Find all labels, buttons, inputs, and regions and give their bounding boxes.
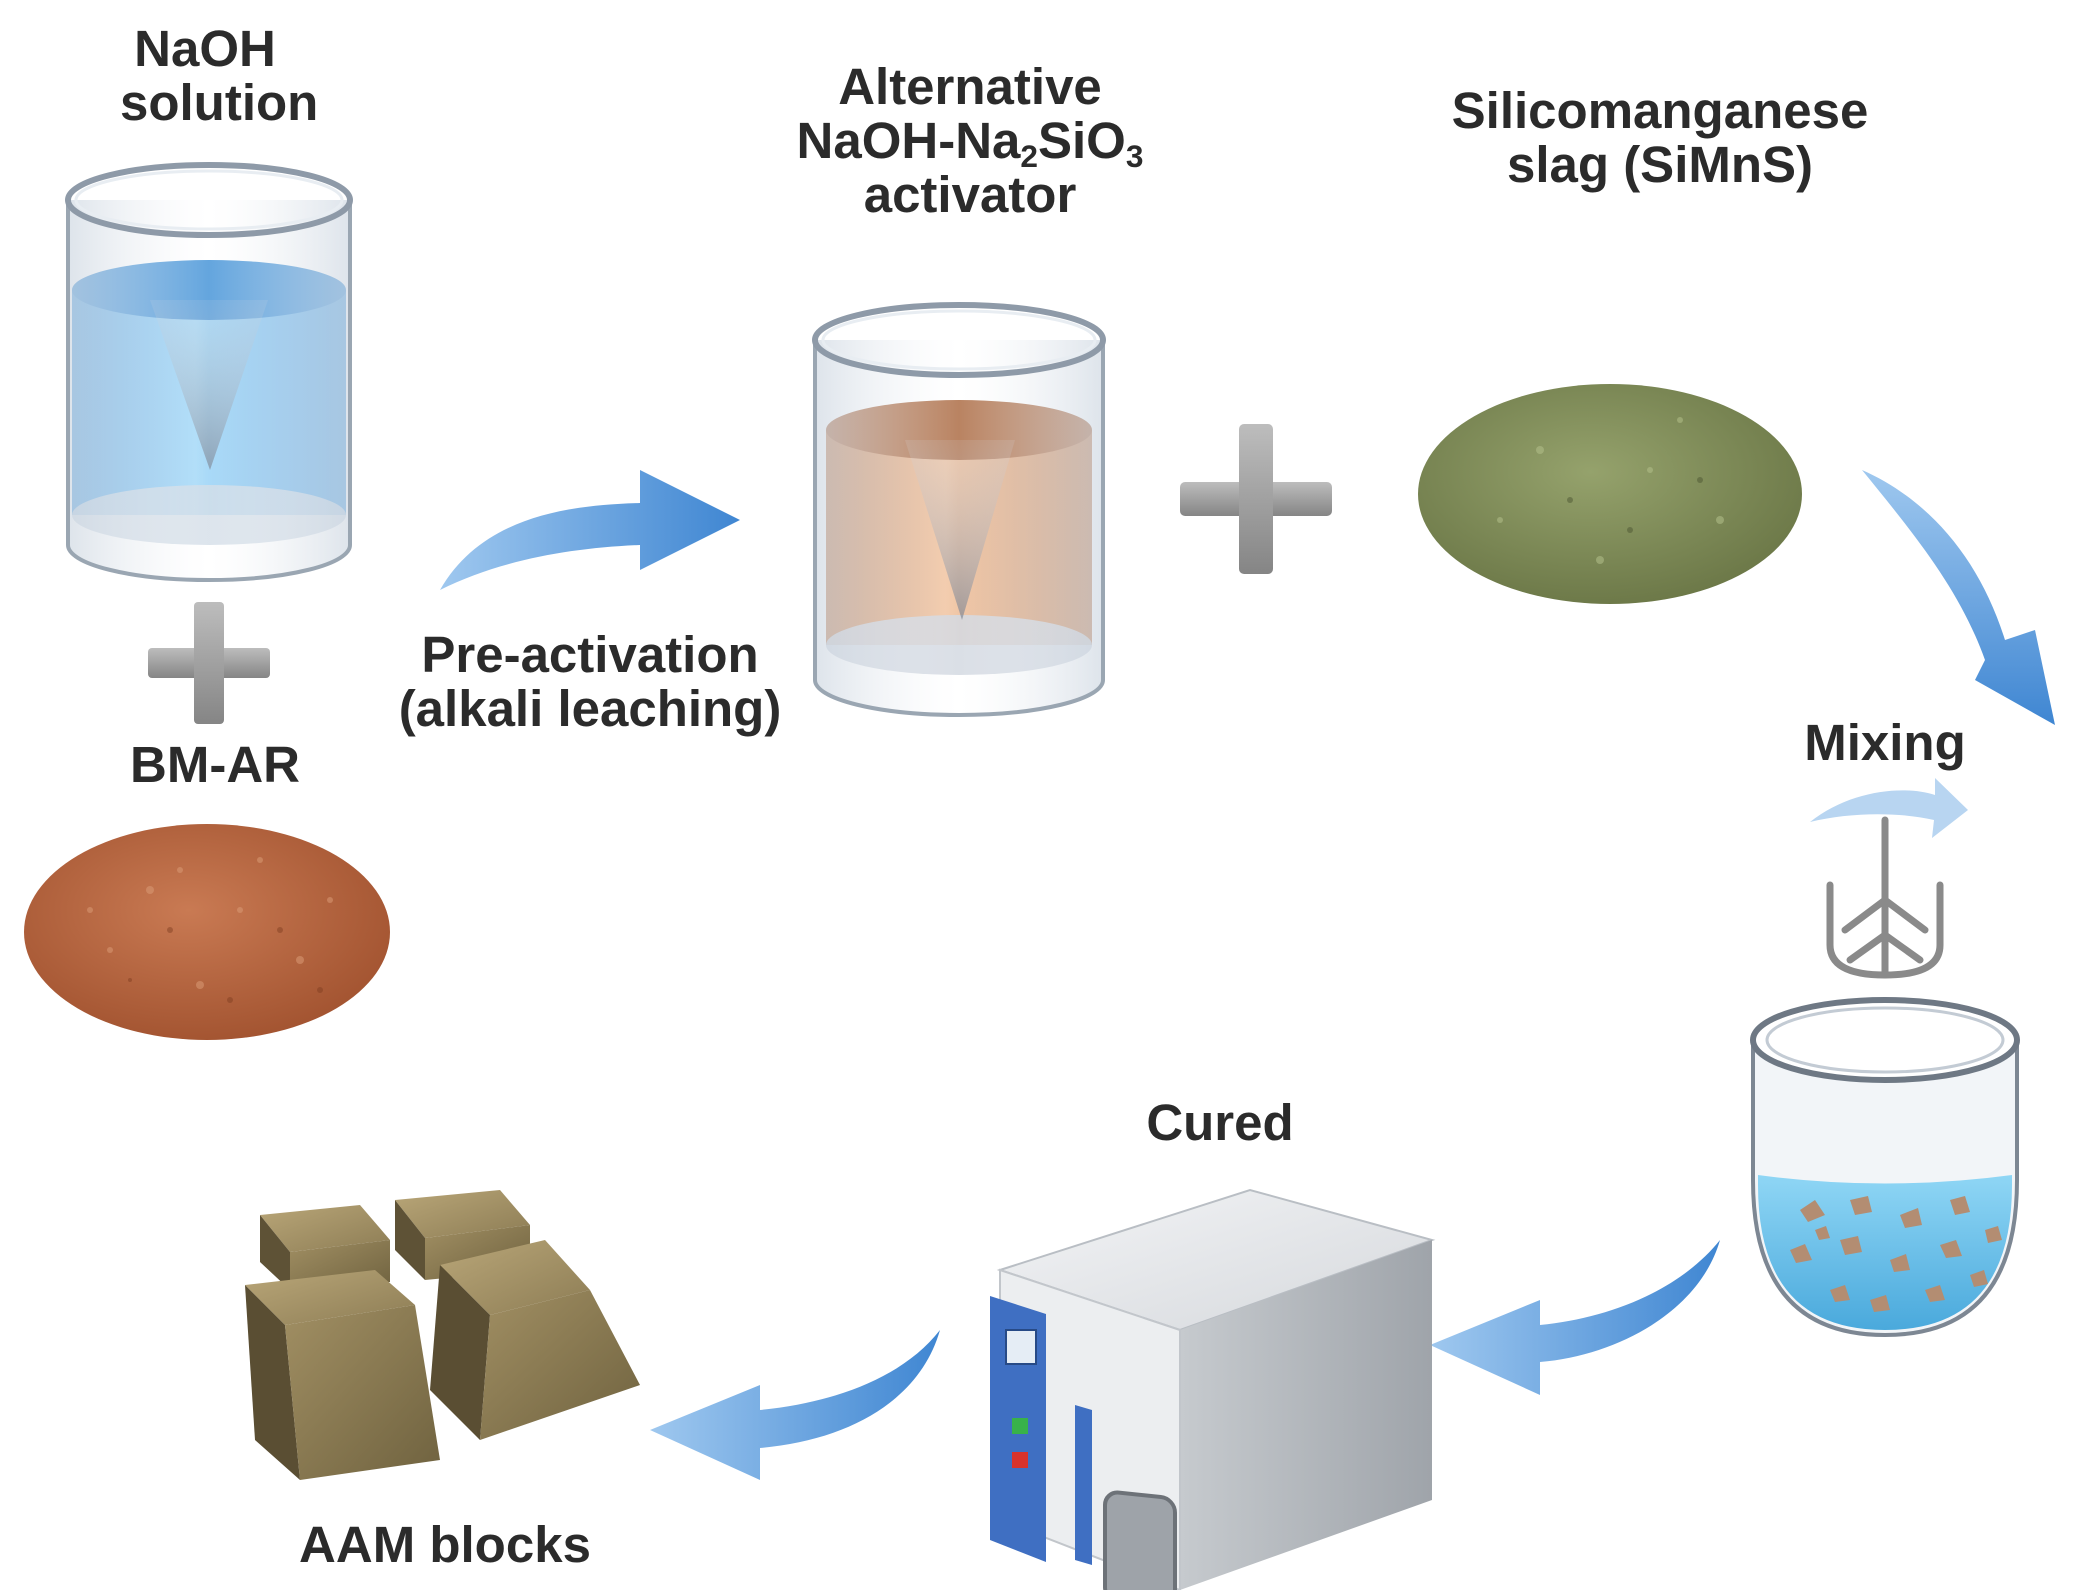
bmar-label-text: BM-AR [130, 736, 300, 793]
activator-label: Alternative NaOH-Na2SiO3 activator [760, 58, 1180, 224]
activator-formula-part2: SiO [1038, 112, 1126, 170]
bmar-label: BM-AR [110, 736, 320, 793]
mixing-label: Mixing [1770, 714, 2000, 771]
naoh-label-line2: solution [120, 74, 319, 132]
preactivation-line1: Pre-activation [421, 626, 759, 683]
oven-icon [990, 1188, 1436, 1590]
activator-line3: activator [863, 166, 1077, 224]
activator-line2: NaOH-Na2SiO3 [760, 112, 1180, 172]
curved-arrow-icon [440, 470, 740, 590]
preactivation-label: Pre-activation (alkali leaching) [360, 626, 820, 738]
cured-label-text: Cured [1146, 1094, 1294, 1151]
curved-arrow-icon [650, 1330, 940, 1480]
naoh-label-line1: NaOH [134, 20, 276, 77]
curved-arrow-icon [1862, 470, 2055, 725]
activator-formula-sub2: 3 [1125, 137, 1144, 174]
simns-line2: slag (SiMnS) [1506, 136, 1814, 194]
bmar-powder-icon [24, 824, 390, 1040]
activator-formula-sub1: 2 [1020, 137, 1038, 174]
blocks-icon [245, 1190, 640, 1480]
mixing-bowl-icon [1750, 997, 2020, 1338]
simns-powder-icon [1418, 384, 1802, 604]
rotation-arrow-icon [1810, 778, 1968, 838]
activator-formula-part1: NaOH-Na [796, 112, 1021, 170]
simns-label: Silicomanganese slag (SiMnS) [1400, 82, 1920, 194]
activator-line1: Alternative [838, 58, 1102, 115]
aam-blocks-label-text: AAM blocks [299, 1516, 591, 1573]
preactivation-line2: (alkali leaching) [398, 680, 782, 738]
stirrer-icon [1826, 816, 1944, 979]
mixing-label-text: Mixing [1804, 714, 1966, 771]
plus-icon [1180, 424, 1332, 574]
cured-label: Cured [1110, 1094, 1330, 1151]
simns-line1: Silicomanganese [1451, 82, 1869, 139]
naoh-label: NaOH solution [120, 20, 319, 132]
naoh-beaker-icon [65, 162, 353, 582]
activator-beaker-icon [812, 302, 1106, 717]
aam-blocks-label: AAM blocks [250, 1516, 640, 1573]
plus-icon [148, 602, 270, 724]
curved-arrow-icon [1430, 1240, 1720, 1395]
